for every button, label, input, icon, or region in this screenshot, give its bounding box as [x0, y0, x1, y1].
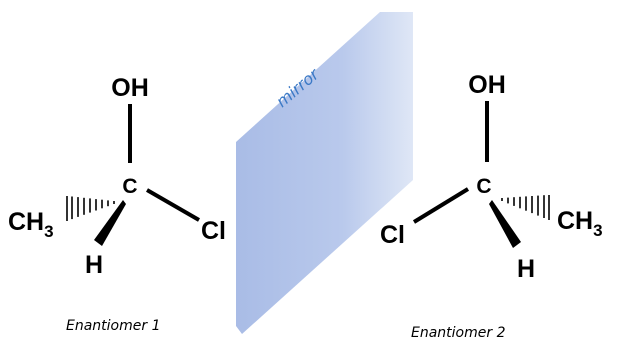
- enantiomer-1-ch3-main: CH: [8, 208, 44, 236]
- hashed-wedge-icon: [66, 196, 115, 221]
- enantiomer-2-ch3-subscript: 3: [593, 221, 602, 240]
- enantiomer-2: OH C Cl CH3 H Enantiomer 2: [380, 71, 603, 338]
- enantiomer-2-h-label: H: [517, 255, 535, 283]
- enantiomer-1: OH C Cl CH3 H Enantiomer 1: [8, 74, 226, 334]
- enantiomer-2-c-cl-bond: [412, 187, 470, 224]
- enantiomer-1-c-cl-bond: [146, 188, 200, 222]
- enantiomer-2-caption: Enantiomer 2: [411, 325, 506, 338]
- solid-wedge-icon: [489, 200, 521, 248]
- enantiomer-2-cl-label: Cl: [380, 221, 405, 249]
- enantiomer-1-oh-label: OH: [111, 74, 149, 102]
- enantiomer-1-ch3-subscript: 3: [44, 222, 53, 241]
- enantiomer-1-h-label: H: [85, 251, 103, 279]
- enantiomer-2-ch3-main: CH: [557, 207, 593, 235]
- mirror-plane: [236, 12, 413, 334]
- mirror: mirror: [236, 12, 413, 334]
- solid-wedge-icon: [94, 200, 126, 246]
- enantiomer-2-carbon-label: C: [476, 175, 491, 198]
- enantiomer-2-ch3-label: CH3: [557, 207, 603, 240]
- enantiomer-1-ch3-label: CH3: [8, 208, 54, 241]
- enantiomer-1-carbon-label: C: [122, 175, 137, 198]
- hashed-wedge-icon: [501, 195, 550, 220]
- enantiomer-2-oh-label: OH: [468, 71, 506, 99]
- enantiomer-1-cl-label: Cl: [201, 217, 226, 245]
- enantiomer-1-caption: Enantiomer 1: [66, 318, 160, 334]
